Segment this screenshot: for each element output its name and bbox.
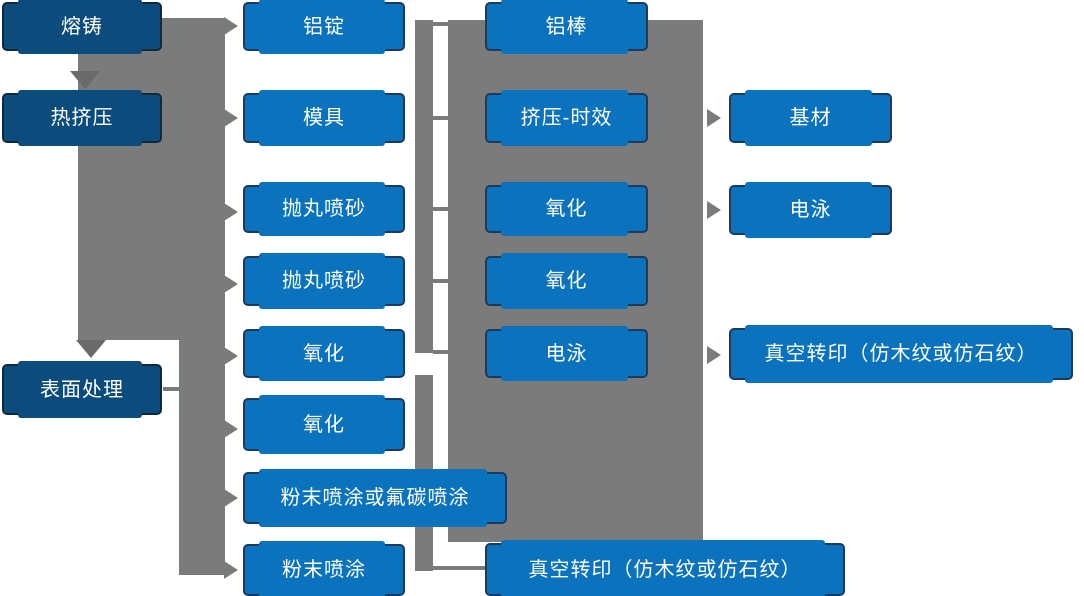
node-powder-fluorocarbon: 粉末喷涂或氟碳喷涂	[243, 469, 507, 527]
node-vacuum-transfer-1: 真空转印（仿木纹或仿石纹）	[485, 540, 845, 596]
connector-trunk-left-upper	[78, 18, 225, 340]
node-hot-extrusion: 热挤压	[2, 90, 162, 146]
node-oxidation-2: 氧化	[243, 395, 405, 454]
node-vacuum-transfer-2: 真空转印（仿木纹或仿石纹）	[729, 325, 1073, 383]
node-mold: 模具	[243, 90, 405, 146]
arrowhead-to-electrophoresis-2	[707, 201, 721, 219]
arrowhead-to-oxidation-1	[224, 347, 238, 365]
connector-tie-row3	[433, 207, 448, 211]
connector-tie-row8	[433, 566, 485, 570]
connector-tie-row4	[433, 279, 448, 283]
arrowhead-down-to-hot-extrusion	[70, 71, 100, 89]
arrowhead-down-to-surface-treatment	[76, 340, 106, 358]
connector-rail-middle-upper	[415, 20, 433, 353]
node-aluminum-rod: 铝棒	[485, 0, 648, 54]
arrowhead-to-vacuum-transfer-2	[707, 346, 721, 364]
arrowhead-to-oxidation-2	[224, 420, 238, 438]
connector-tie-row1	[433, 22, 448, 26]
connector-trunk-left-lower	[179, 340, 225, 575]
arrowhead-to-shot-blasting-2	[224, 275, 238, 293]
connector-surface-treatment-link	[163, 387, 179, 391]
arrowhead-to-powder-spraying	[224, 561, 238, 579]
node-aluminum-ingot: 铝锭	[243, 0, 405, 54]
node-electrophoresis-1: 电泳	[485, 326, 648, 381]
arrowhead-to-aluminum-ingot	[224, 17, 238, 35]
node-oxidation-4: 氧化	[485, 253, 648, 309]
node-base-material: 基材	[729, 90, 892, 146]
node-surface-treatment: 表面处理	[2, 361, 162, 418]
arrowhead-to-powder-fluorocarbon	[224, 489, 238, 507]
node-extrusion-aging: 挤压-时效	[485, 90, 648, 146]
node-shot-blasting-2: 抛丸喷砂	[243, 253, 405, 309]
node-oxidation-3: 氧化	[485, 182, 648, 236]
arrowhead-to-shot-blasting-1	[224, 203, 238, 221]
node-oxidation-1: 氧化	[243, 326, 405, 381]
arrowhead-to-base-material	[707, 109, 721, 127]
connector-tie-row2	[433, 116, 448, 120]
node-melting-casting: 熔铸	[2, 0, 162, 54]
node-powder-spraying: 粉末喷涂	[243, 541, 405, 596]
connector-tie-row5	[433, 350, 448, 354]
arrowhead-to-mold	[224, 109, 238, 127]
node-shot-blasting-1: 抛丸喷砂	[243, 182, 405, 236]
node-electrophoresis-2: 电泳	[729, 182, 892, 238]
